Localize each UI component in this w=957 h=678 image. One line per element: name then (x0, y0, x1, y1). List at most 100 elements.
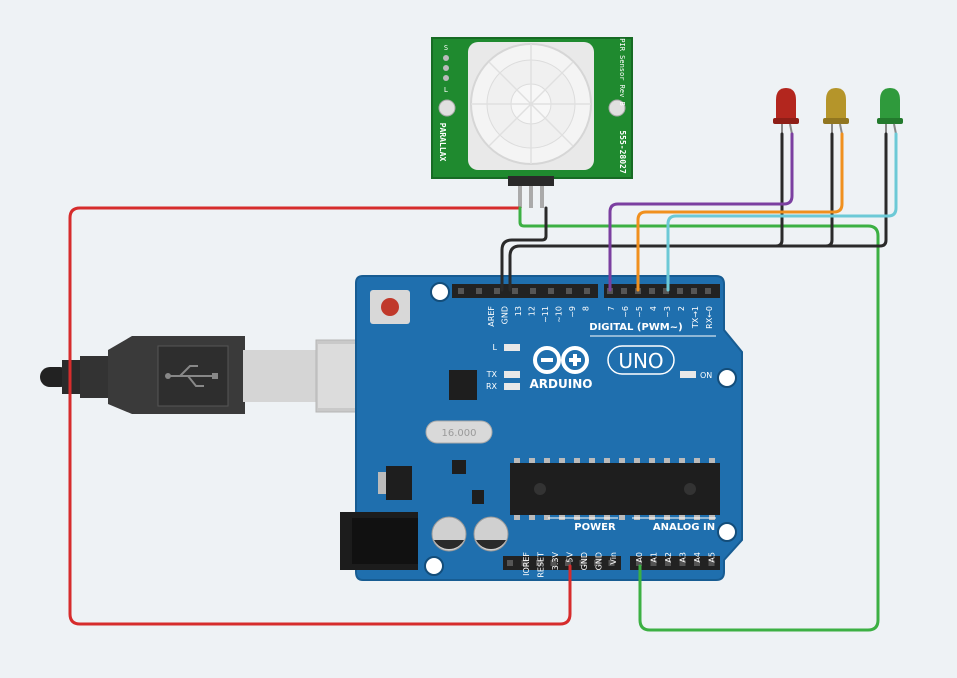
digital-pin-label: ~5 (635, 306, 644, 318)
header-pin[interactable] (677, 288, 683, 294)
capacitor (473, 516, 509, 552)
digital-pin-label: 2 (677, 306, 686, 311)
digital-pin-label: 7 (607, 306, 616, 311)
digital-pin-label: GND (501, 306, 510, 324)
pir-pin-l-label: L (444, 86, 448, 94)
header-pin[interactable] (694, 560, 700, 566)
header-pin[interactable] (621, 288, 627, 294)
led-green[interactable] (877, 88, 903, 135)
power-pin-label: IOREF (522, 552, 531, 576)
reset-button[interactable] (370, 290, 410, 324)
header-pin[interactable] (530, 288, 536, 294)
chip-small (472, 490, 484, 504)
header-pin[interactable] (458, 288, 464, 294)
header-pin[interactable] (608, 560, 615, 566)
header-pin[interactable] (521, 560, 528, 566)
wire-pir-out-to-a0[interactable] (518, 206, 880, 632)
onboard-l-label: L (493, 343, 498, 352)
led-red[interactable] (773, 88, 799, 135)
wire-green-led-to-pin-3[interactable] (666, 132, 898, 292)
power-pin-label: 5V (566, 551, 575, 562)
wire-led-grounds[interactable] (508, 132, 888, 292)
pir-brand-label: PARALLAX (438, 123, 447, 162)
infinity-icon (533, 346, 589, 374)
arduino-uno-board[interactable]: 16.000 L TX RX ON ARDU (318, 275, 743, 581)
mounting-hole (424, 556, 444, 576)
mounting-hole (717, 368, 737, 388)
digital-pin-label: RX←0 (705, 306, 714, 329)
pir-pin-s-label: S (444, 44, 448, 52)
analog-in-label: ANALOG IN (653, 522, 715, 533)
pir-mount-hole (438, 99, 456, 117)
analog-pin-label: A3 (679, 552, 688, 563)
onboard-l-led (504, 344, 520, 351)
onboard-on-label: ON (700, 371, 712, 380)
header-pin[interactable] (584, 288, 590, 294)
digital-pwm-label: DIGITAL (PWM~) (589, 322, 682, 333)
header-pin[interactable] (649, 288, 655, 294)
onboard-power-led (680, 371, 696, 378)
analog-header (630, 556, 720, 570)
header-pin[interactable] (705, 288, 711, 294)
analog-pin-label: A2 (664, 552, 673, 563)
onboard-tx-label: TX (486, 370, 498, 379)
digital-pin-label: ~9 (568, 306, 577, 318)
pir-model-label: PIR Sensor Rev B (618, 38, 626, 105)
digital-pin-label: ~6 (621, 306, 630, 318)
pir-dome (468, 42, 594, 170)
wire-yellow-led-to-pin-5[interactable] (636, 132, 844, 292)
header-pin[interactable] (512, 288, 518, 294)
power-pin-label: GND (595, 552, 604, 570)
header-pin[interactable] (566, 288, 572, 294)
header-pin[interactable] (594, 560, 600, 566)
digital-pin-label: 12 (528, 306, 537, 316)
header-pin[interactable] (665, 560, 671, 566)
header-pin[interactable] (565, 560, 571, 566)
crystal-label: 16.000 (442, 428, 477, 439)
header-pin[interactable] (579, 560, 586, 566)
header-pin[interactable] (708, 560, 715, 566)
power-pin-label: RESET (537, 552, 546, 578)
header-pin[interactable] (663, 288, 669, 294)
power-section-label: POWER (574, 522, 616, 533)
onboard-rx-led (504, 383, 520, 390)
arduino-logo-text: ARDUINO (530, 377, 593, 391)
arduino-logo: ARDUINO UNO (530, 345, 675, 391)
led-yellow[interactable] (823, 88, 849, 135)
pir-mount-hole (608, 99, 626, 117)
pir-sensor[interactable]: S L PARALLAX PIR Sensor Rev B 555-28027 (431, 37, 633, 208)
atmega-microcontroller (510, 458, 720, 520)
header-pin[interactable] (548, 288, 554, 294)
wire-pir-5v-to-arduino-5v[interactable] (68, 206, 572, 626)
mounting-hole (717, 522, 737, 542)
analog-pin-label: A5 (708, 552, 717, 563)
power-pin-label: Vin (609, 552, 618, 565)
digital-pin-label: AREF (487, 306, 496, 327)
digital-header-left (452, 284, 598, 298)
header-pin[interactable] (494, 288, 500, 294)
crystal-oscillator: 16.000 (425, 420, 493, 444)
digital-pin-label: ~3 (663, 306, 672, 318)
header-pin[interactable] (550, 560, 557, 566)
header-pin[interactable] (507, 560, 513, 566)
dc-power-jack (340, 512, 418, 570)
power-header (503, 556, 621, 570)
voltage-regulator (378, 466, 412, 500)
header-pin[interactable] (691, 288, 697, 294)
digital-pin-label: ~11 (541, 306, 550, 323)
wire-red-led-to-pin-7[interactable] (608, 132, 794, 292)
header-pin[interactable] (679, 560, 686, 566)
analog-pin-label: A0 (635, 552, 644, 563)
wire-pir-gnd-to-gnd[interactable] (500, 206, 548, 292)
mounting-hole (430, 282, 450, 302)
analog-pin-label: A1 (650, 552, 659, 563)
onboard-rx-label: RX (486, 382, 498, 391)
header-pin[interactable] (536, 560, 542, 566)
usb-cable[interactable] (40, 336, 411, 414)
analog-pin-label: A4 (693, 552, 702, 563)
header-pin[interactable] (476, 288, 482, 294)
digital-pin-label: 4 (649, 306, 658, 311)
header-pin[interactable] (636, 560, 642, 566)
header-pin[interactable] (650, 560, 657, 566)
